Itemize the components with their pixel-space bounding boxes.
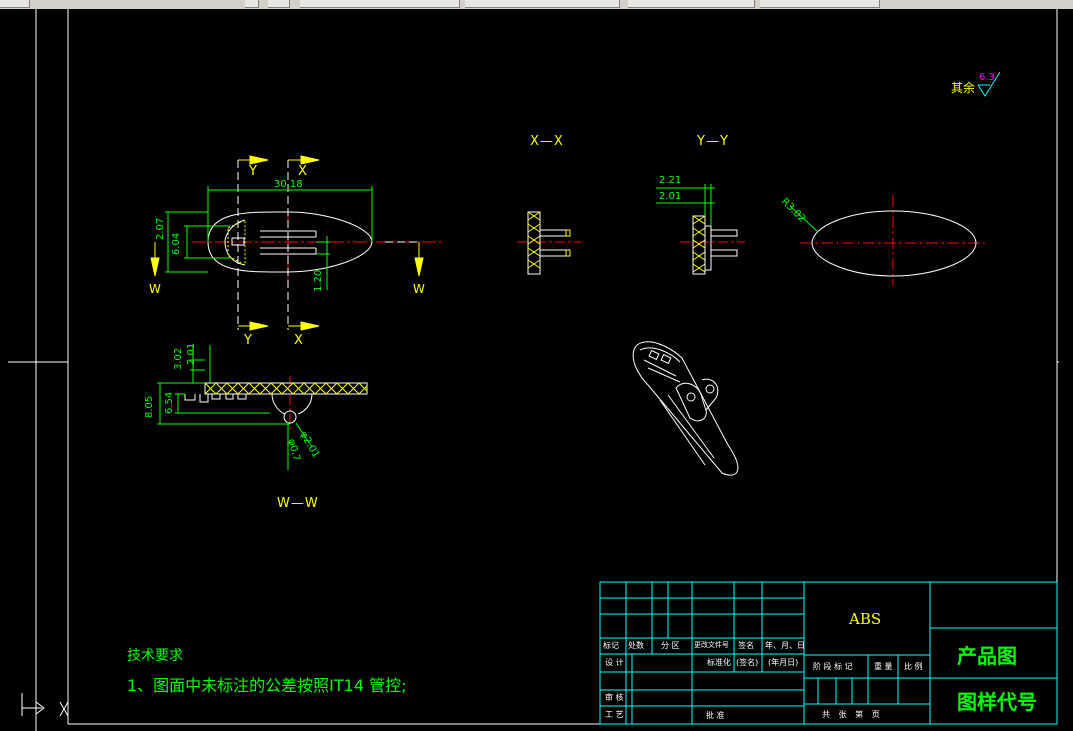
drawing-canvas[interactable]	[0, 9, 1059, 731]
dim-2-01-yy: 2.01	[659, 191, 682, 202]
dim-6-54: 6.54	[164, 391, 175, 414]
marker-w-left: W	[149, 282, 161, 296]
tb-stage-mark: 阶 段 标 记	[813, 662, 853, 671]
roughness-label: 其余	[951, 81, 976, 95]
notes-title: 技术要求	[127, 648, 183, 664]
ucs-icon	[21, 693, 69, 717]
dim-2-07: 2.07	[155, 217, 166, 240]
toolbar-field[interactable]	[760, 0, 880, 8]
notes-line-1: 1、图面中未标注的公差按照IT14 管控;	[127, 676, 407, 695]
toolbar-field[interactable]	[465, 0, 620, 8]
toolbar-tab[interactable]	[0, 0, 30, 8]
tb-header-count: 处数	[628, 641, 644, 650]
dim-8-05: 8.05	[144, 395, 155, 418]
roughness-value: 6.3	[979, 72, 995, 83]
dim-30-18: 30.18	[274, 179, 303, 190]
dim-1-20: 1.20	[313, 269, 324, 292]
dim-3-02: 3.02	[173, 347, 184, 370]
section-ww	[157, 345, 368, 470]
tb-header-sign: 签名	[738, 641, 754, 650]
tb-date: (年月日)	[768, 658, 799, 667]
toolbar-icon[interactable]	[245, 0, 259, 8]
toolbar-icon[interactable]	[268, 0, 290, 8]
section-label-yy: Y—Y	[697, 134, 729, 149]
roughness-symbol	[977, 71, 1001, 97]
product-title: 产品图	[957, 644, 1017, 668]
tb-scale: 比 例	[904, 662, 923, 671]
marker-x-top: X	[298, 164, 307, 179]
tb-process: 工 艺	[605, 710, 624, 719]
marker-y-top: Y	[249, 164, 257, 179]
toolbar-strip	[0, 0, 1073, 9]
section-label-ww: W—W	[277, 496, 319, 511]
isometric-view	[632, 341, 739, 476]
title-block-grid	[599, 581, 1058, 725]
marker-x-bottom: X	[294, 333, 303, 348]
dim-2-21: 2.21	[659, 175, 682, 186]
toolbar-field[interactable]	[300, 0, 460, 8]
tb-sheets: 共 张 第 页	[822, 710, 883, 719]
marker-w-right: W	[413, 282, 425, 296]
tb-sign: (签名)	[736, 658, 759, 667]
dim-6-04: 6.04	[171, 232, 182, 255]
tb-approve: 批 准	[706, 711, 725, 720]
section-xx	[517, 211, 582, 275]
right-edge	[1059, 9, 1073, 731]
toolbar-field[interactable]	[628, 0, 755, 8]
section-yy	[656, 184, 745, 275]
tb-standard: 标准化	[707, 658, 731, 667]
drawing-frame	[8, 9, 1059, 731]
tb-check: 审 核	[605, 693, 624, 702]
tb-header-date: 年、月、日	[765, 641, 805, 650]
dim-2-01-ww: 2.01	[186, 342, 197, 365]
section-label-xx: X—X	[530, 134, 564, 149]
material-label: ABS	[849, 610, 882, 628]
tb-design: 设 计	[605, 658, 624, 667]
side-ellipse-view	[789, 195, 985, 286]
tb-header-mark: 标记	[603, 641, 619, 650]
drawing-number-label: 图样代号	[957, 690, 1037, 714]
marker-y-bottom: Y	[244, 333, 252, 348]
top-view	[150, 155, 445, 331]
tb-header-change: 更改文件号	[694, 641, 729, 649]
tb-header-zone: 分 区	[661, 641, 680, 650]
tb-weight: 重 量	[874, 662, 893, 671]
